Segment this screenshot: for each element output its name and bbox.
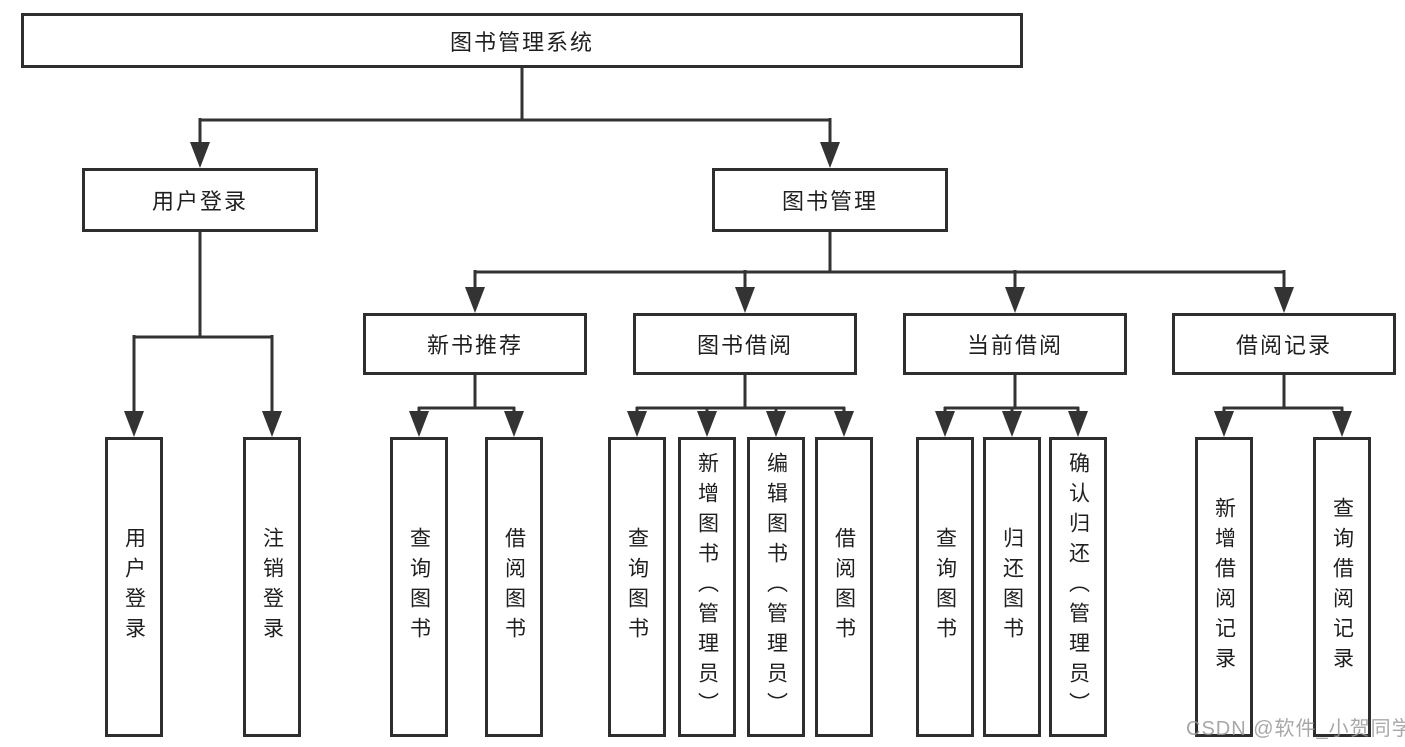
csdn-watermark: CSDN @软件_小贺同学 bbox=[1186, 718, 1405, 740]
node-book-borrowing: 图书借阅 bbox=[633, 313, 857, 375]
arrow-down bbox=[190, 142, 210, 168]
connector-book-borrow bbox=[635, 375, 846, 415]
connector-user-login bbox=[132, 232, 274, 415]
arrow-down bbox=[627, 411, 647, 437]
node-leaf-add-borrow-record: 新增借阅记录 bbox=[1195, 437, 1253, 737]
arrow-down bbox=[697, 411, 717, 437]
connector-root bbox=[198, 68, 832, 146]
connector-book-mgmt bbox=[473, 232, 1286, 291]
arrow-down bbox=[1002, 411, 1022, 437]
arrow-down bbox=[1332, 411, 1352, 437]
arrow-down bbox=[1214, 411, 1234, 437]
arrow-down bbox=[262, 411, 282, 437]
node-root-system: 图书管理系统 bbox=[21, 13, 1023, 68]
node-leaf-query-books: 查询图书 bbox=[390, 437, 448, 737]
node-borrowing-records: 借阅记录 bbox=[1172, 313, 1396, 375]
node-leaf-borrow-books: 借阅图书 bbox=[815, 437, 873, 737]
arrow-down bbox=[465, 287, 485, 313]
arrow-down bbox=[935, 411, 955, 437]
arrow-down bbox=[834, 411, 854, 437]
node-leaf-query-borrow-record: 查询借阅记录 bbox=[1313, 437, 1371, 737]
node-leaf-query-books: 查询图书 bbox=[916, 437, 974, 737]
arrow-down bbox=[1005, 287, 1025, 313]
arrow-down bbox=[820, 142, 840, 168]
node-current-borrowing: 当前借阅 bbox=[903, 313, 1127, 375]
arrowheads-level4 bbox=[124, 411, 1352, 437]
arrow-down bbox=[1274, 287, 1294, 313]
arrow-down bbox=[504, 411, 524, 437]
connector-borrow-record bbox=[1222, 375, 1344, 415]
node-leaf-add-book-admin: 新增图书（管理员） bbox=[678, 437, 736, 737]
arrow-down bbox=[1068, 411, 1088, 437]
arrow-down bbox=[124, 411, 144, 437]
connector-current-borrow bbox=[943, 375, 1080, 415]
node-leaf-edit-book-admin: 编辑图书（管理员） bbox=[747, 437, 805, 737]
arrowheads-level3 bbox=[465, 287, 1294, 313]
node-new-book-recommend: 新书推荐 bbox=[363, 313, 587, 375]
arrow-down bbox=[409, 411, 429, 437]
node-user-login: 用户登录 bbox=[82, 168, 318, 232]
node-leaf-confirm-return-admin: 确认归还（管理员） bbox=[1049, 437, 1107, 737]
arrow-down bbox=[735, 287, 755, 313]
node-leaf-return-books: 归还图书 bbox=[983, 437, 1041, 737]
connector-new-book bbox=[417, 375, 516, 415]
node-leaf-borrow-books: 借阅图书 bbox=[485, 437, 543, 737]
node-leaf-logout: 注销登录 bbox=[243, 437, 301, 737]
arrowheads-level2 bbox=[190, 142, 840, 168]
node-book-management: 图书管理 bbox=[712, 168, 948, 232]
node-leaf-query-books: 查询图书 bbox=[608, 437, 666, 737]
node-leaf-user-login: 用户登录 bbox=[105, 437, 163, 737]
arrow-down bbox=[766, 411, 786, 437]
